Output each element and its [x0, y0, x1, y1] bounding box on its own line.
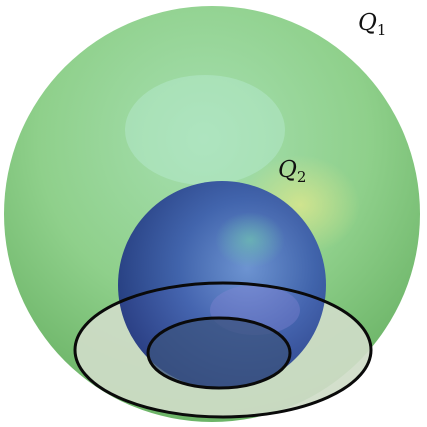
label-q1-main: Q [358, 10, 377, 36]
label-q2-main: Q [278, 157, 297, 183]
label-q1-sub: 1 [377, 21, 387, 39]
outer-section-outline [73, 281, 373, 419]
label-q1: Q1 [358, 10, 386, 39]
inner-section-disk [146, 316, 292, 390]
label-q2: Q2 [278, 157, 306, 186]
label-q2-sub: 2 [297, 168, 307, 186]
outer-sphere-highlight [125, 75, 285, 185]
inner-sphere-spot [215, 212, 285, 268]
